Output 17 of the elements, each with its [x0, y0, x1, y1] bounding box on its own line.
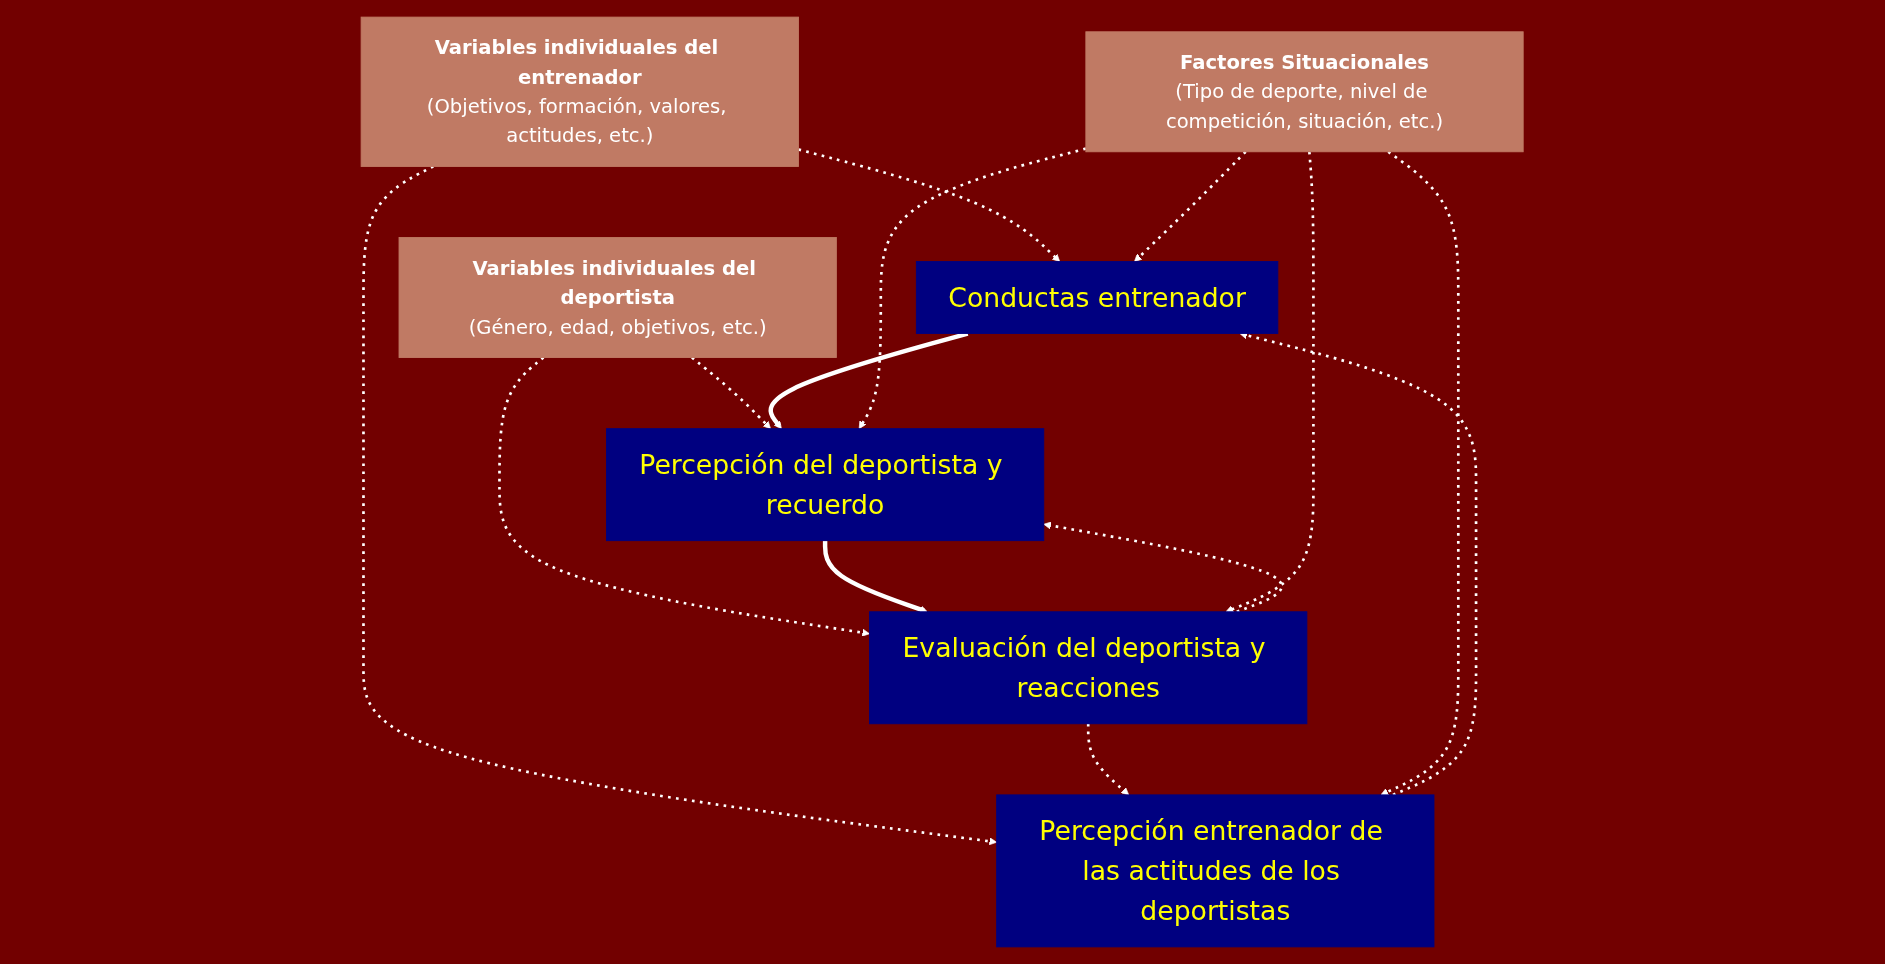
arrow: [798, 148, 1061, 262]
node-box: Variables individuales del deportista (Género, edad, objetivos, etc.): [398, 237, 838, 358]
arrow: [1380, 150, 1460, 796]
arrow: [1134, 150, 1247, 262]
arrow: [362, 165, 998, 846]
node-box: Factores Situacionales (Tipo de deporte, nivel de competición, situación, etc.): [1085, 31, 1524, 153]
arrow: [1087, 723, 1130, 796]
node-box: Conductas entrenador: [916, 261, 1279, 334]
arrow: [498, 356, 871, 637]
node-box: Percepción entrenador de las actitudes de los deportistas: [996, 794, 1435, 948]
node-box: Variables individuales del entrenador (Objetivos, formación, valores, actitudes, etc.): [361, 16, 800, 167]
arrow: [859, 147, 1087, 429]
arrow: [691, 356, 772, 429]
node-box: Evaluación del deportista y reacciones: [869, 611, 1308, 725]
arrow: [1043, 521, 1284, 613]
node-box: Percepción del deportista y recuerdo: [606, 428, 1045, 542]
arrow: [1225, 151, 1316, 613]
